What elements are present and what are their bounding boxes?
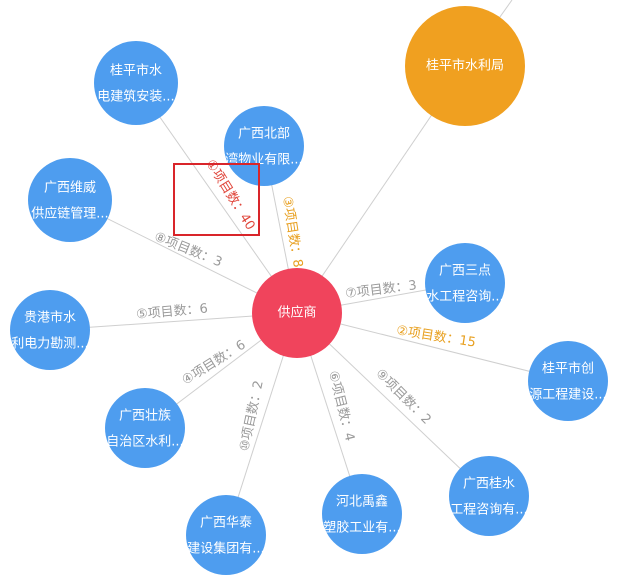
node-label: 贵港市水 <box>24 310 76 326</box>
node-label: 建设集团有... <box>187 541 264 557</box>
node-n9[interactable]: 广西桂水工程咨询有... <box>449 456 529 536</box>
node-circle <box>105 388 185 468</box>
center-label: 供应商 <box>277 305 316 321</box>
node-label: 广西三点 <box>439 264 491 279</box>
node-label: 工程咨询有... <box>450 503 527 518</box>
edge-label-n8: ④项目数：6 <box>180 338 249 389</box>
edge-n1 <box>135 82 298 314</box>
node-circle <box>186 495 266 575</box>
node-n7[interactable]: 桂平市创源工程建设... <box>528 341 608 421</box>
node-label: 桂平市水利局 <box>426 58 504 74</box>
node-label: 自治区水利... <box>106 435 183 450</box>
node-circle <box>405 6 525 126</box>
node-label: 广西维威 <box>44 181 96 196</box>
node-n5[interactable]: 广西三点水工程咨询... <box>425 243 505 323</box>
node-n8[interactable]: 广西壮族自治区水利... <box>105 388 185 468</box>
node-n2[interactable]: 广西北部湾物业有限... <box>224 106 304 186</box>
node-label: 源工程建设... <box>529 388 606 403</box>
node-n10[interactable]: 河北禹鑫塑胶工业有... <box>322 474 402 554</box>
node-circle <box>94 41 178 125</box>
edge-n7 <box>296 312 569 382</box>
node-label: 桂平市创 <box>542 361 594 377</box>
node-n4[interactable]: 广西维威供应链管理... <box>28 158 112 242</box>
node-circle <box>28 158 112 242</box>
node-n3[interactable]: 桂平市水利局 <box>405 6 525 126</box>
node-circle <box>425 243 505 323</box>
node-label: 利电力勘测... <box>11 337 88 352</box>
node-label: 供应链管理... <box>31 206 108 222</box>
center-node[interactable]: 供应商 <box>252 268 342 358</box>
edge-label-n11: ⑩项目数：2 <box>237 379 267 452</box>
node-label: 电建筑安装... <box>97 89 174 105</box>
node-n11[interactable]: 广西华泰建设集团有... <box>186 495 266 575</box>
node-label: 广西北部 <box>238 127 290 142</box>
node-circle <box>224 106 304 186</box>
highlight-box <box>173 163 260 236</box>
node-label: 桂平市水 <box>110 63 162 79</box>
node-circle <box>10 290 90 370</box>
node-label: 广西桂水 <box>463 477 515 492</box>
node-circle <box>528 341 608 421</box>
node-n1[interactable]: 桂平市水电建筑安装... <box>94 41 178 125</box>
edge-label-n10: ⑥项目数：4 <box>325 369 357 442</box>
edge-label-n2: ③项目数：8 <box>279 195 305 268</box>
node-label: 水工程咨询... <box>426 290 503 305</box>
edge-label-n7: ②项目数：15 <box>395 323 477 350</box>
node-circle <box>449 456 529 536</box>
edge-label-n6: ⑤项目数：6 <box>136 301 209 322</box>
node-n6[interactable]: 贵港市水利电力勘测... <box>10 290 90 370</box>
node-label: 广西华泰 <box>200 516 252 531</box>
node-label: 河北禹鑫 <box>336 494 388 510</box>
center-circle <box>252 268 342 358</box>
node-circle <box>322 474 402 554</box>
edge-label-n9: ⑨项目数：2 <box>372 366 433 427</box>
node-label: 广西壮族 <box>119 408 171 424</box>
node-label: 塑胶工业有... <box>323 520 400 536</box>
